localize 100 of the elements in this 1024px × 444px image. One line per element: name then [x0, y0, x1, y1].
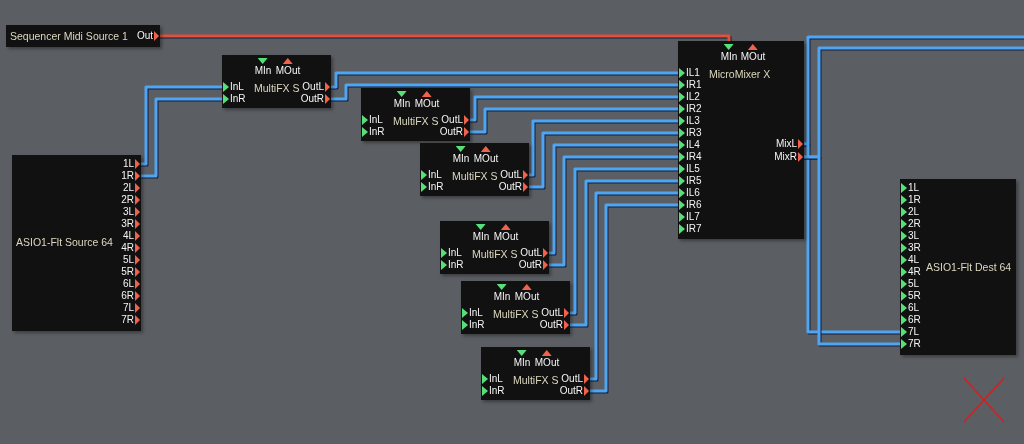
- port-label: InL: [489, 373, 503, 385]
- port-label: OutL: [302, 81, 324, 93]
- port-label: 5L: [908, 278, 920, 290]
- output-port: [774, 151, 803, 163]
- input-port: [679, 211, 700, 223]
- port-label: IR2: [686, 103, 702, 115]
- module-title: ASIO1-Flt Source 64: [16, 235, 113, 249]
- port-label: MIn: [720, 51, 738, 63]
- output-port: [500, 169, 528, 181]
- output-port: [121, 242, 140, 254]
- patch-cable: [140, 97, 223, 178]
- patch-cable: [469, 107, 679, 134]
- port-label: 7L: [122, 302, 134, 314]
- input-port: [901, 302, 920, 314]
- output-port: [439, 126, 469, 138]
- input-port: [901, 278, 920, 290]
- port-label: OutL: [520, 247, 542, 259]
- output-port: [122, 206, 140, 218]
- output-port: [300, 93, 330, 105]
- midi-input-port: [513, 347, 531, 369]
- output-port: [136, 30, 159, 42]
- port-label: InL: [469, 307, 483, 319]
- input-port: [421, 181, 444, 193]
- port-label: 2R: [908, 218, 921, 230]
- port-label: OutR: [518, 259, 542, 271]
- module-panel: [678, 41, 804, 239]
- module-panel: [481, 347, 590, 400]
- port-label: IR1: [686, 79, 702, 91]
- port-label: InR: [369, 126, 385, 138]
- port-label: OutR: [300, 93, 324, 105]
- patch-cable: [469, 95, 679, 122]
- port-label: IR7: [686, 223, 702, 235]
- output-port: [561, 373, 589, 385]
- module-panel: [361, 88, 470, 141]
- output-port: [122, 182, 140, 194]
- output-port: [122, 230, 140, 242]
- midi-output-port: [473, 143, 499, 165]
- patch-cable: [330, 83, 679, 101]
- input-port: [901, 182, 920, 194]
- input-port: [679, 223, 702, 235]
- port-label: 1R: [908, 194, 921, 206]
- midi-output-port: [534, 347, 560, 369]
- port-label: OutR: [498, 181, 522, 193]
- port-label: OutL: [441, 114, 463, 126]
- output-port: [541, 307, 569, 319]
- patch-cable: [159, 34, 731, 42]
- midi-input-port: [254, 55, 272, 77]
- port-label: IL7: [686, 211, 700, 223]
- port-label: MIn: [254, 65, 272, 77]
- output-port: [121, 170, 140, 182]
- port-label: 7R: [908, 338, 921, 350]
- port-label: Out: [136, 30, 153, 42]
- input-port: [679, 175, 702, 187]
- patch-cable: [330, 71, 679, 89]
- input-port: [901, 254, 920, 266]
- module-panel: [12, 155, 141, 331]
- port-label: 5R: [121, 266, 134, 278]
- port-label: InL: [448, 247, 462, 259]
- output-port: [775, 138, 803, 150]
- port-label: InR: [428, 181, 444, 193]
- port-label: 3L: [908, 230, 920, 242]
- port-label: 6R: [908, 314, 921, 326]
- port-label: OutR: [539, 319, 563, 331]
- midi-input-port: [452, 143, 470, 165]
- port-label: IL6: [686, 187, 700, 199]
- input-port: [679, 115, 700, 127]
- module-panel: [6, 25, 160, 47]
- midi-output-port: [514, 281, 540, 303]
- input-port: [679, 187, 700, 199]
- port-label: OutR: [439, 126, 463, 138]
- module-panel: [222, 55, 331, 108]
- output-port: [122, 158, 140, 170]
- module-title: MicroMixer X: [709, 67, 771, 81]
- input-port: [679, 199, 702, 211]
- port-label: 7R: [121, 314, 134, 326]
- input-port: [462, 319, 485, 331]
- port-label: 6L: [908, 302, 920, 314]
- input-port: [462, 307, 483, 319]
- output-port: [122, 278, 140, 290]
- input-port: [679, 79, 702, 91]
- input-port: [679, 151, 702, 163]
- input-port: [679, 127, 702, 139]
- input-port: [901, 242, 921, 254]
- port-label: 5R: [908, 290, 921, 302]
- input-port: [362, 126, 385, 138]
- input-port: [901, 230, 920, 242]
- output-port: [122, 302, 140, 314]
- input-port: [482, 373, 503, 385]
- port-label: IL2: [686, 91, 700, 103]
- input-port: [679, 91, 700, 103]
- input-port: [901, 266, 921, 278]
- port-label: InL: [369, 114, 383, 126]
- port-label: MOut: [493, 231, 519, 243]
- port-label: InR: [448, 259, 464, 271]
- port-label: IR6: [686, 199, 702, 211]
- port-label: IL4: [686, 139, 700, 151]
- port-label: InL: [428, 169, 442, 181]
- input-port: [441, 247, 462, 259]
- input-port: [362, 114, 383, 126]
- midi-output-port: [414, 88, 440, 110]
